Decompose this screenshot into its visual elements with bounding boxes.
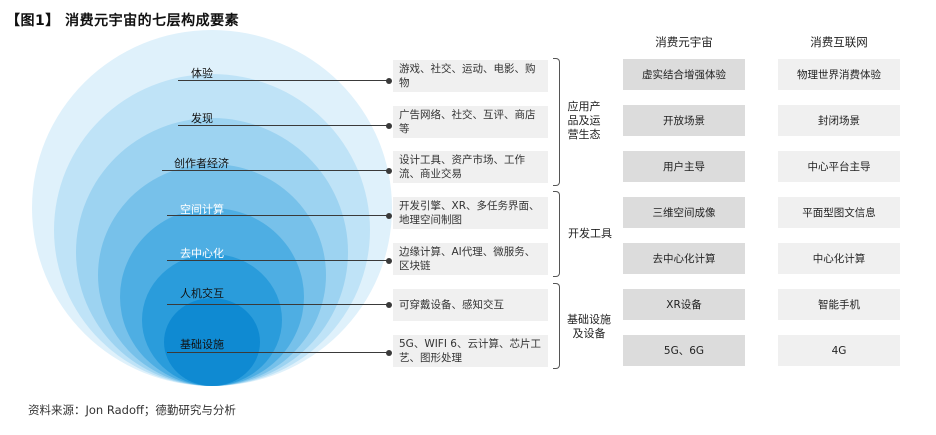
layer-description-hci: 可穿戴设备、感知交互 (393, 289, 548, 321)
group-label-application: 应用产 品及运 营生态 (567, 100, 601, 141)
layer-label-discovery: 发现 (191, 112, 213, 125)
connector-line-decentralization (167, 257, 392, 264)
internet-cell-infrastructure: 4G (778, 335, 900, 366)
layer-description-decentralization: 边缘计算、AI代理、微服务、区块链 (393, 243, 548, 275)
metaverse-cell-hci: XR设备 (623, 289, 745, 320)
layer-description-infrastructure: 5G、WIFI 6、云计算、芯片工艺、图形处理 (393, 335, 548, 367)
metaverse-cell-discovery: 开放场景 (623, 105, 745, 136)
metaverse-cell-decentralization: 去中心化计算 (623, 243, 745, 274)
connector-line-discovery (178, 122, 392, 129)
column-header-consumer-internet: 消费互联网 (810, 35, 868, 49)
layer-ring-infrastructure (164, 298, 260, 386)
internet-cell-experience: 物理世界消费体验 (778, 59, 900, 90)
internet-cell-decentralization: 中心化计算 (778, 243, 900, 274)
layer-label-spatial-computing: 空间计算 (180, 203, 224, 216)
layer-label-hci: 人机交互 (180, 287, 224, 300)
layer-label-infrastructure: 基础设施 (180, 338, 224, 351)
connector-line-spatial-computing (167, 212, 392, 219)
connector-line-infrastructure (167, 349, 392, 356)
group-label-infrastructure: 基础设施 及设备 (567, 313, 611, 340)
column-header-consumer-metaverse: 消费元宇宙 (655, 35, 713, 49)
connector-line-hci (167, 301, 392, 308)
layer-description-spatial-computing: 开发引擎、XR、多任务界面、地理空间制图 (393, 197, 548, 229)
metaverse-cell-infrastructure: 5G、6G (623, 335, 745, 366)
layer-description-creator-economy: 设计工具、资产市场、工作流、商业交易 (393, 151, 548, 183)
figure-title: 【图1】 消费元宇宙的七层构成要素 (6, 13, 240, 29)
group-bracket-infrastructure (553, 283, 560, 369)
group-label-dev-tools: 开发工具 (568, 227, 612, 240)
metaverse-cell-creator-economy: 用户主导 (623, 151, 745, 182)
layer-label-creator-economy: 创作者经济 (174, 157, 229, 170)
connector-line-creator-economy (162, 167, 392, 174)
layer-description-discovery: 广告网络、社交、互评、商店等 (393, 106, 548, 138)
internet-cell-discovery: 封闭场景 (778, 105, 900, 136)
layer-label-decentralization: 去中心化 (180, 247, 224, 260)
internet-cell-spatial-computing: 平面型图文信息 (778, 197, 900, 228)
layer-label-experience: 体验 (191, 67, 213, 80)
internet-cell-creator-economy: 中心平台主导 (778, 151, 900, 182)
connector-line-experience (178, 77, 392, 84)
metaverse-cell-spatial-computing: 三维空间成像 (623, 197, 745, 228)
internet-cell-hci: 智能手机 (778, 289, 900, 320)
layer-description-experience: 游戏、社交、运动、电影、购物 (393, 60, 548, 92)
source-note: 资料来源：Jon Radoff；德勤研究与分析 (28, 403, 236, 417)
group-bracket-application (553, 58, 560, 186)
metaverse-cell-experience: 虚实结合增强体验 (623, 59, 745, 90)
group-bracket-dev-tools (553, 191, 560, 277)
